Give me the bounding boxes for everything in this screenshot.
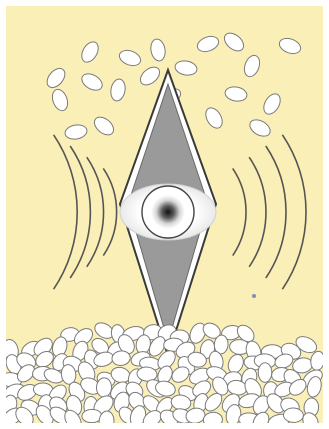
- core-center: [151, 195, 185, 229]
- settled-particle: [258, 363, 272, 383]
- settled-particle: [96, 378, 112, 398]
- small-dot: [252, 294, 256, 298]
- settled-particle: [283, 408, 304, 423]
